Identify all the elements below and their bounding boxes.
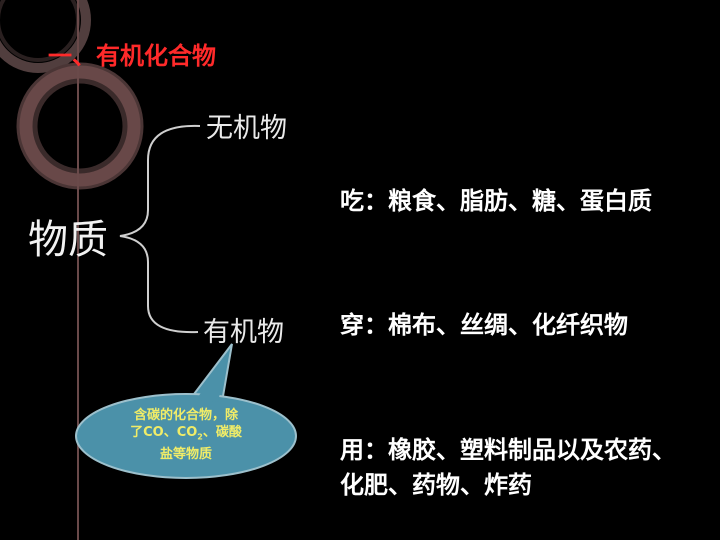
use-wear: 穿：棉布、丝绸、化纤织物 [340, 311, 628, 339]
decorative-rings [0, 0, 144, 190]
branch-inorganic: 无机物 [206, 113, 287, 144]
callout-line-1: 含碳的化合物，除 [133, 408, 238, 423]
callout-ellipse [75, 393, 297, 479]
curly-brace [119, 124, 201, 334]
use-eat: 吃：粮食、脂肪、糖、蛋白质 [340, 187, 652, 215]
callout-line-3: 盐等物质 [159, 446, 212, 462]
slide-title: 一、有机化合物 [48, 42, 216, 70]
callout-line-2: 了CO、CO2、碳酸 [130, 425, 242, 442]
use-line-1: 用：橡胶、塑料制品以及农药、 [340, 436, 676, 464]
use-line-2: 化肥、药物、炸药 [340, 471, 532, 499]
branch-organic: 有机物 [203, 317, 284, 348]
callout-text: 含碳的化合物，除 了CO、CO2、碳酸 盐等物质 [86, 407, 286, 463]
root-matter: 物质 [28, 217, 108, 263]
